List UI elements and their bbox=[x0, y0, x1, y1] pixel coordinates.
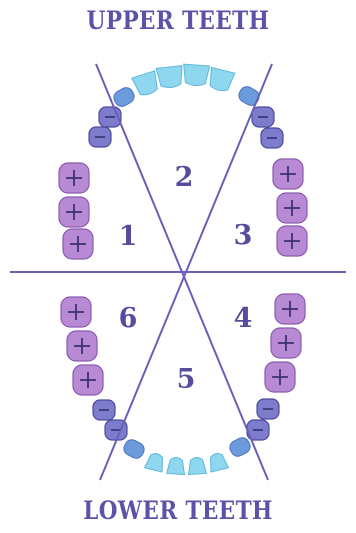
lower-incisor-4 bbox=[209, 453, 230, 473]
lower-premolar-right-1 bbox=[246, 419, 270, 441]
sextant-label-1: 1 bbox=[119, 221, 138, 252]
upper-teeth-heading: UPPER TEETH bbox=[86, 6, 270, 35]
sextant-label-2: 2 bbox=[175, 162, 194, 193]
upper-incisor-2 bbox=[155, 65, 183, 89]
lower-molar-right-3 bbox=[264, 361, 296, 393]
lower-incisor-3 bbox=[187, 457, 208, 476]
lower-incisor-2 bbox=[165, 457, 186, 476]
upper-incisor-1 bbox=[131, 70, 158, 96]
upper-molar-left-1 bbox=[58, 162, 90, 194]
lower-molar-right-1 bbox=[274, 293, 306, 325]
lower-molar-left-2 bbox=[66, 330, 98, 362]
lower-teeth-heading: LOWER TEETH bbox=[83, 496, 273, 525]
upper-incisor-4 bbox=[209, 66, 236, 92]
lower-premolar-right-2 bbox=[256, 398, 280, 420]
upper-incisor-3 bbox=[183, 63, 211, 86]
upper-premolar-right-2 bbox=[260, 127, 284, 149]
upper-molar-right-2 bbox=[276, 192, 308, 224]
lower-canine-right bbox=[229, 437, 251, 457]
lower-molar-right-2 bbox=[270, 327, 302, 359]
upper-premolar-right-1 bbox=[251, 106, 275, 128]
upper-premolar-left-1 bbox=[88, 126, 112, 148]
lower-incisor-1 bbox=[143, 453, 164, 473]
sextant-label-6: 6 bbox=[119, 303, 138, 334]
sextant-label-3: 3 bbox=[234, 220, 253, 251]
sextant-labels: 1 2 3 4 5 6 bbox=[119, 162, 253, 395]
sextant-label-4: 4 bbox=[234, 303, 253, 334]
sextant-divider-lines bbox=[10, 63, 346, 481]
lower-premolar-left-2 bbox=[104, 419, 128, 441]
upper-molar-right-3 bbox=[276, 225, 308, 257]
lower-molar-left-1 bbox=[60, 296, 92, 328]
upper-molar-right-1 bbox=[272, 158, 304, 190]
diagonal-divider-line-right bbox=[99, 63, 273, 481]
lower-canine-left bbox=[123, 439, 145, 459]
diagonal-divider-line-left bbox=[95, 63, 269, 481]
lower-molar-left-3 bbox=[72, 364, 104, 396]
lower-premolar-left-1 bbox=[92, 399, 116, 421]
upper-molar-left-2 bbox=[58, 196, 90, 228]
upper-molar-left-3 bbox=[62, 228, 94, 260]
upper-canine-left bbox=[113, 87, 135, 107]
sextant-label-5: 5 bbox=[177, 364, 196, 395]
teeth-group bbox=[58, 63, 308, 476]
